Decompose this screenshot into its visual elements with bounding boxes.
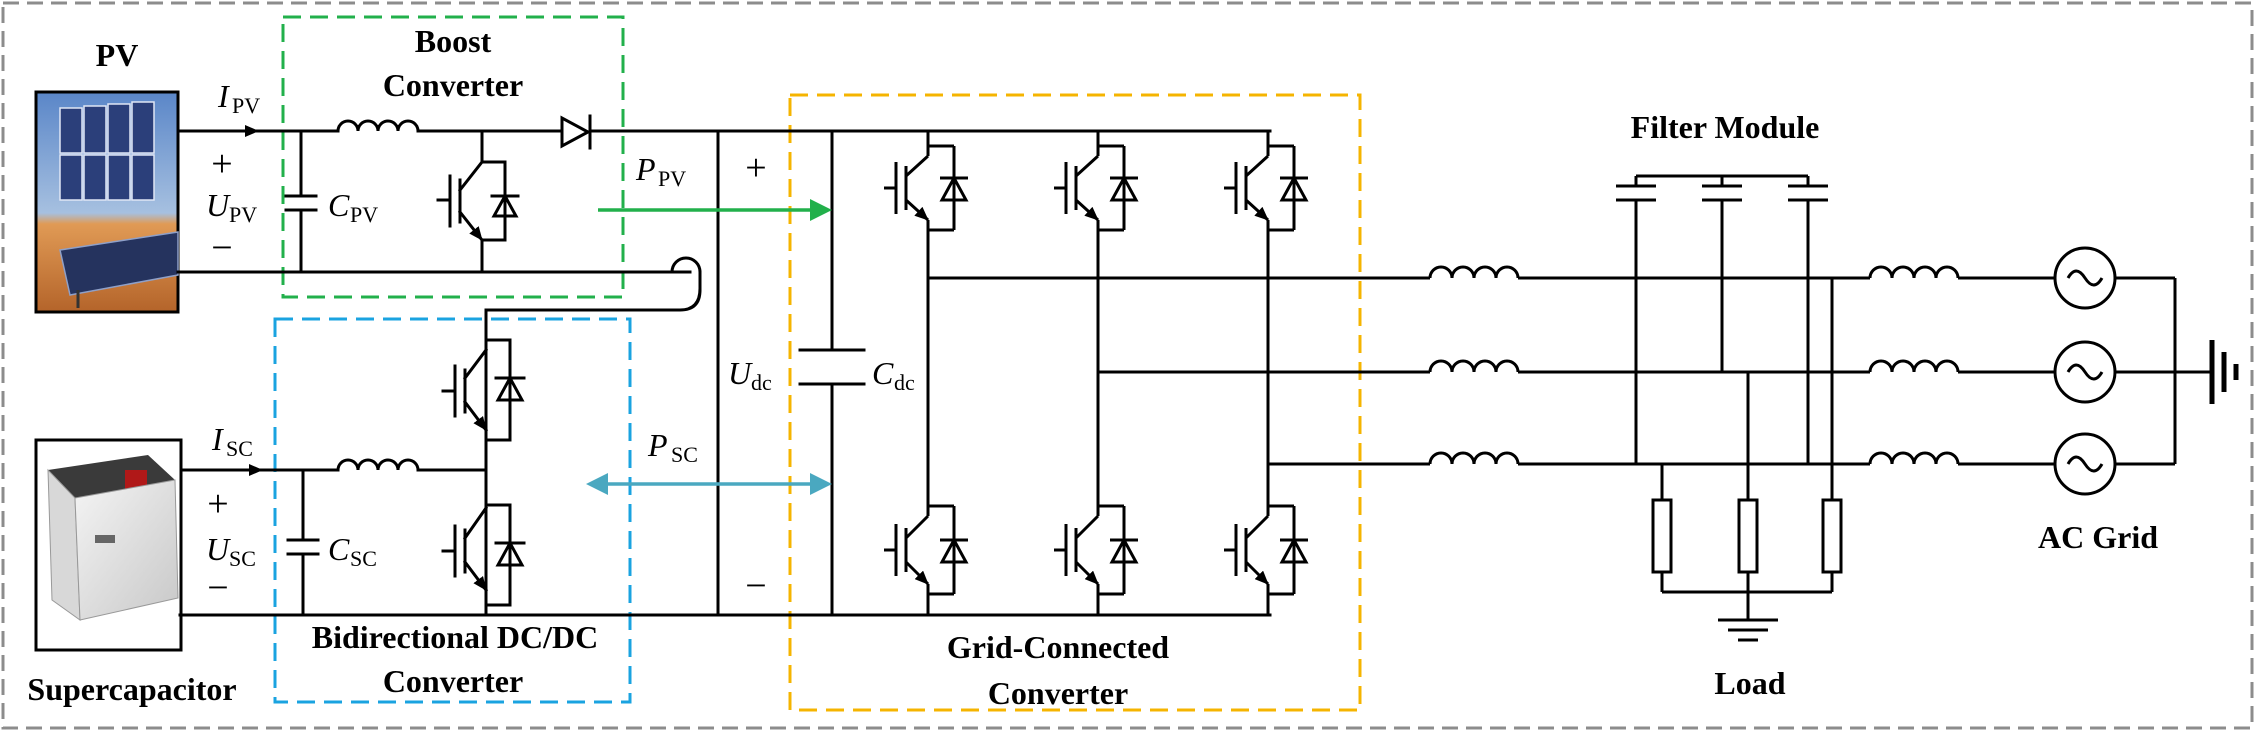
svg-text:SC: SC xyxy=(671,442,698,467)
sc-plus-sign: + xyxy=(207,483,228,525)
u-pv-symbol: U PV xyxy=(206,187,257,227)
c-pv-symbol: C PV xyxy=(328,187,378,227)
boost-converter-box xyxy=(281,15,625,299)
boost-igbt xyxy=(436,159,520,243)
inverter-igbt-upper-2 xyxy=(1054,140,1139,236)
grid-inductor-1 xyxy=(1868,265,1960,279)
pv-minus-sign: − xyxy=(211,227,232,269)
grid-connected-converter-box xyxy=(788,93,1362,712)
filter-module-label: Filter Module xyxy=(1631,109,1820,145)
p-pv-arrow: P PV xyxy=(598,151,832,221)
boost-label-line1: Boost xyxy=(415,23,492,59)
bidir-igbt-upper xyxy=(441,328,526,472)
c-sc-symbol: C SC xyxy=(328,531,377,571)
pv-label: PV xyxy=(96,37,139,73)
inverter-igbt-lower-1 xyxy=(884,500,969,600)
svg-text:C: C xyxy=(328,531,350,567)
bidir-label-line1: Bidirectional DC/DC xyxy=(312,619,599,655)
inverter-igbt-upper-1 xyxy=(884,140,969,236)
svg-text:U: U xyxy=(728,355,753,391)
u-sc-symbol: U SC xyxy=(206,531,256,571)
svg-text:C: C xyxy=(328,187,350,223)
c-dc-symbol: C dc xyxy=(872,355,915,395)
svg-text:I: I xyxy=(211,421,224,457)
svg-text:P: P xyxy=(635,151,656,187)
svg-text:dc: dc xyxy=(894,370,915,395)
svg-text:SC: SC xyxy=(229,546,256,571)
inverter-igbt-lower-2 xyxy=(1054,500,1139,600)
filter-capacitor-1 xyxy=(1616,184,1656,278)
grid-ground-icon xyxy=(2175,340,2239,404)
gcc-label-line1: Grid-Connected xyxy=(947,629,1169,665)
u-dc-symbol: U dc xyxy=(728,355,772,395)
svg-text:C: C xyxy=(872,355,894,391)
svg-text:PV: PV xyxy=(229,202,257,227)
i-sc-symbol: I SC xyxy=(210,421,263,476)
c-pv-capacitor xyxy=(284,194,318,212)
svg-text:dc: dc xyxy=(751,370,772,395)
svg-text:SC: SC xyxy=(226,436,253,461)
grid-inductor-2 xyxy=(1868,359,1960,373)
inverter-igbt-upper-3 xyxy=(1224,140,1309,236)
filter-inductor-1 xyxy=(1428,265,1520,279)
dc-minus-sign: − xyxy=(745,565,766,607)
bidirectional-converter-box xyxy=(273,317,632,704)
load-resistor-3 xyxy=(1821,498,1843,574)
svg-text:SC: SC xyxy=(350,546,377,571)
pv-plus-sign: + xyxy=(211,143,232,185)
svg-text:I: I xyxy=(217,78,230,114)
filter-inductor-3 xyxy=(1428,451,1520,465)
c-sc-capacitor xyxy=(286,538,320,556)
i-pv-symbol: I PV xyxy=(205,78,260,137)
ac-source-1 xyxy=(2053,246,2117,310)
svg-text:PV: PV xyxy=(232,93,260,118)
gcc-label-line2: Converter xyxy=(988,675,1128,711)
filter-capacitor-3 xyxy=(1788,184,1828,464)
ac-grid-label: AC Grid xyxy=(2038,519,2158,555)
inverter-legs xyxy=(884,131,1430,615)
bidir-igbt-lower xyxy=(441,468,526,617)
load-label: Load xyxy=(1714,665,1785,701)
p-sc-arrow: P SC xyxy=(586,427,832,495)
load-resistor-2 xyxy=(1737,498,1759,574)
svg-text:U: U xyxy=(206,187,231,223)
ac-side xyxy=(1428,174,2239,642)
boost-label-line2: Converter xyxy=(383,67,523,103)
ac-source-3 xyxy=(2053,432,2117,496)
svg-text:P: P xyxy=(647,427,668,463)
supercapacitor-image xyxy=(34,438,183,652)
svg-text:PV: PV xyxy=(350,202,378,227)
sc-minus-sign: − xyxy=(207,567,228,609)
load-ground-icon xyxy=(1718,592,1778,642)
pv-panel-image xyxy=(34,90,180,314)
bidir-label-line2: Converter xyxy=(383,663,523,699)
dc-plus-sign: + xyxy=(745,147,766,189)
ac-source-2 xyxy=(2053,340,2117,404)
svg-text:U: U xyxy=(206,531,231,567)
filter-inductor-2 xyxy=(1428,359,1520,373)
svg-text:PV: PV xyxy=(658,166,686,191)
grid-inductor-3 xyxy=(1868,451,1960,465)
supercapacitor-label: Supercapacitor xyxy=(27,671,236,707)
inverter-igbt-lower-3 xyxy=(1224,500,1309,600)
load-resistor-1 xyxy=(1651,498,1673,574)
